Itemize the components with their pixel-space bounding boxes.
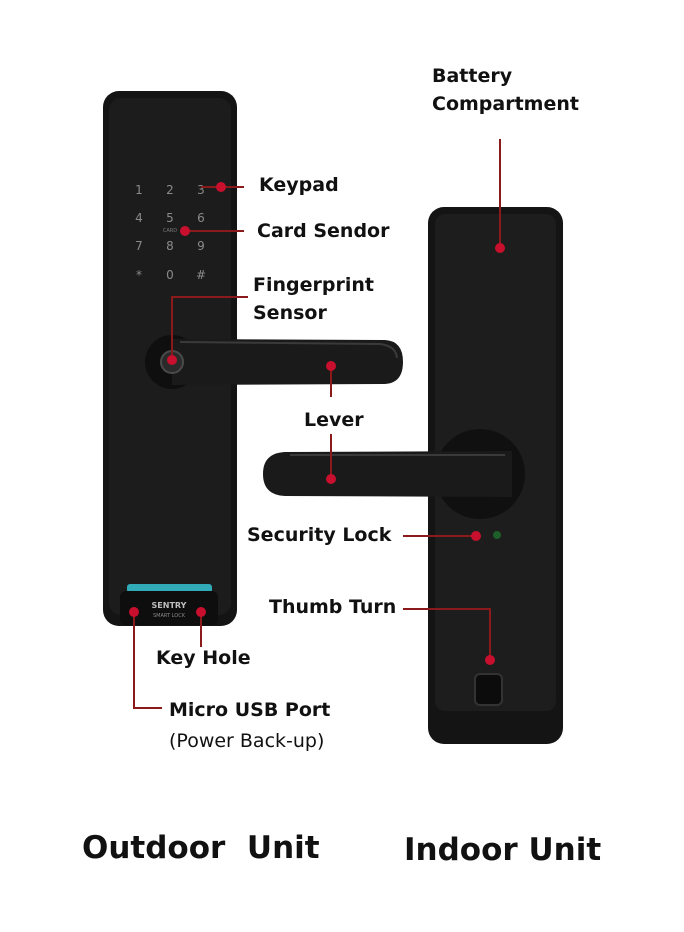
outdoor-lever-handle[interactable] bbox=[172, 339, 403, 385]
thumb-turn-knob[interactable] bbox=[474, 673, 503, 706]
key-0[interactable]: 0 bbox=[166, 268, 174, 282]
key-star[interactable]: * bbox=[136, 268, 142, 282]
fingerprint-label: Fingerprint Sensor bbox=[253, 274, 374, 324]
key-8[interactable]: 8 bbox=[166, 239, 174, 253]
brand-label: SENTRY bbox=[152, 601, 187, 610]
micro-usb-pointer bbox=[129, 607, 139, 617]
card-sensor-label: Card Sendor bbox=[257, 220, 390, 242]
outdoor-unit: SENTRY SMART LOCK 1 2 3 4 5 6 7 8 9 * 0 … bbox=[103, 91, 403, 626]
security-lock-indicator bbox=[493, 531, 501, 539]
card-sensor-pointer bbox=[180, 226, 190, 236]
battery-pointer bbox=[495, 243, 505, 253]
keypad: 1 2 3 4 5 6 7 8 9 * 0 # CARD bbox=[135, 183, 206, 282]
teal-strip bbox=[127, 584, 212, 593]
outdoor-lever bbox=[145, 335, 403, 389]
battery-label: Battery Compartment bbox=[432, 65, 579, 115]
key-3[interactable]: 3 bbox=[197, 183, 205, 197]
lever-label: Lever bbox=[304, 409, 364, 431]
outdoor-unit-title: Outdoor Unit bbox=[82, 830, 320, 866]
security-lock-label: Security Lock bbox=[247, 524, 392, 546]
key-hash[interactable]: # bbox=[196, 268, 206, 282]
key-7[interactable]: 7 bbox=[135, 239, 143, 253]
micro-usb-label: Micro USB Port bbox=[169, 699, 331, 721]
key-9[interactable]: 9 bbox=[197, 239, 205, 253]
key-hole-pointer bbox=[196, 607, 206, 617]
keypad-label: Keypad bbox=[259, 174, 339, 196]
thumb-turn-pointer bbox=[485, 655, 495, 665]
indoor-unit-title: Indoor Unit bbox=[404, 832, 602, 868]
fingerprint-pointer bbox=[167, 355, 177, 365]
key-6[interactable]: 6 bbox=[197, 211, 205, 225]
key-5[interactable]: 5 bbox=[166, 211, 174, 225]
brand-sub-label: SMART LOCK bbox=[153, 613, 186, 619]
lever-pointer-lower bbox=[326, 474, 336, 484]
keypad-pointer bbox=[216, 182, 226, 192]
key-2[interactable]: 2 bbox=[166, 183, 174, 197]
security-lock-pointer bbox=[471, 531, 481, 541]
pointer-dots bbox=[129, 182, 505, 665]
key-1[interactable]: 1 bbox=[135, 183, 143, 197]
key-4[interactable]: 4 bbox=[135, 211, 143, 225]
card-label: CARD bbox=[163, 228, 177, 234]
lever-pointer-upper bbox=[326, 361, 336, 371]
power-backup-label: (Power Back-up) bbox=[169, 730, 325, 752]
bottom-cap bbox=[120, 591, 218, 625]
key-hole-label: Key Hole bbox=[156, 647, 251, 669]
thumb-turn-label: Thumb Turn bbox=[269, 596, 397, 618]
leader-lines bbox=[133, 139, 501, 709]
indoor-lever-handle[interactable] bbox=[263, 451, 512, 497]
